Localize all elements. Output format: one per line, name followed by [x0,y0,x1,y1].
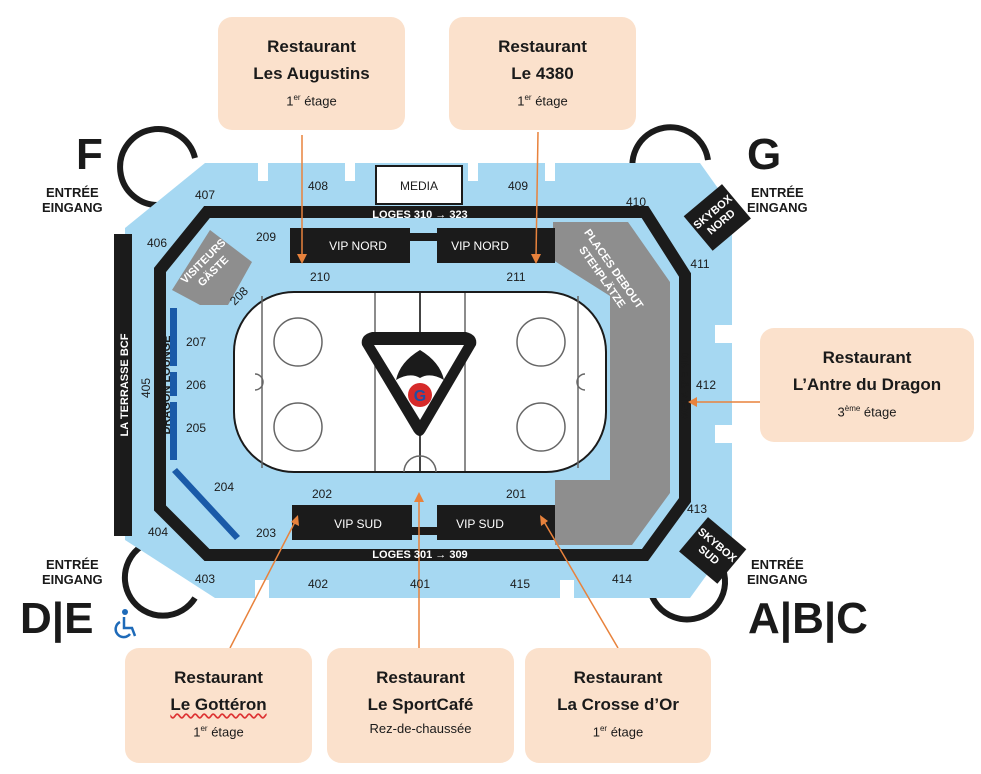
skybox-plaques [679,184,751,584]
sector-207: 207 [186,335,206,349]
restaurant-name: La Crosse d’Or [557,695,679,714]
entry-line2: EINGANG [42,200,103,215]
loges-bottom-label: LOGES 301 → 309 [372,549,467,561]
sector-209: 209 [256,230,276,244]
restaurant-label: Restaurant [498,37,587,56]
sector-403: 403 [195,572,215,586]
restaurant-floor: 1er étage [286,93,337,109]
sector-202: 202 [312,487,332,501]
restaurant-label: Restaurant [573,668,663,687]
svg-text:G: G [414,388,426,405]
loges-top-label: LOGES 310 → 323 [372,209,467,221]
vip-nord-left-label: VIP NORD [329,239,387,253]
restaurant-name: Le SportCafé [367,695,474,714]
entry-line2: EINGANG [747,572,808,587]
restaurant-arrows [229,131,760,650]
media-label: MEDIA [400,179,438,193]
sector-203: 203 [256,526,276,540]
restaurant-label: Restaurant [376,668,465,687]
restaurant-floor: 3ème étage [837,404,897,420]
wheelchair-icon [114,609,137,639]
restaurant-card-antre-du-dragon: Restaurant L’Antre du Dragon 3ème étage [760,328,974,442]
sector-211: 211 [506,270,525,284]
terrasse-bar [114,234,132,536]
sector-405: 405 [139,378,153,398]
sector-410: 410 [626,195,646,209]
vip-nord-right-label: VIP NORD [451,239,509,253]
sector-413: 413 [687,502,707,516]
gate-abc-letter: A|B|C [748,594,868,643]
sector-406: 406 [147,236,167,250]
restaurant-card-crosse-dor: Restaurant La Crosse d’Or 1er étage [525,648,711,763]
entry-line1: ENTRÉE [45,557,99,572]
restaurant-name: Le 4380 [511,64,574,83]
restaurant-name: Les Augustins [253,64,370,83]
media-box [375,165,463,205]
terrasse-label: LA TERRASSE BCF [119,333,131,436]
inner-ring [154,206,691,561]
restaurant-name: L’Antre du Dragon [792,375,942,394]
vip-sud-left-label: VIP SUD [334,517,382,531]
entry-line1: ENTRÉE [45,185,99,200]
restaurant-card-augustins: Restaurant Les Augustins 1er étage [218,17,405,130]
restaurant-label: Restaurant [822,348,912,367]
dragon-lounge-bars [170,308,240,540]
restaurant-card-sportcafe: Restaurant Le SportCafé Rez-de-chaussée [327,648,514,763]
sector-204: 204 [214,480,234,494]
entry-label-de: ENTRÉE EINGANG [42,557,103,587]
club-logo: G [361,332,477,436]
entry-line2: EINGANG [42,572,103,587]
dragon-lounge-label: DRAGON LOUNGE [161,336,173,435]
restaurant-floor: 1er étage [592,724,644,740]
sector-210: 210 [310,270,330,284]
restaurant-label: Restaurant [267,37,356,56]
visiteurs-area [172,230,252,305]
sector-206: 206 [186,378,206,392]
restaurant-card-gotteron: Restaurant Le Gottéron 1er étage [125,648,312,763]
restaurant-name: Le Gottéron [170,695,267,714]
gate-de-letter: D|E [20,594,94,643]
sector-408: 408 [308,179,328,193]
sector-414: 414 [612,572,632,586]
sector-412: 412 [696,378,716,392]
sector-411: 411 [690,257,709,271]
restaurant-floor: 1er étage [193,724,244,740]
restaurant-card-4380: Restaurant Le 4380 1er étage [449,17,636,130]
vip-sud-right-label: VIP SUD [456,517,504,531]
sector-402: 402 [308,577,328,591]
entry-label-g: ENTRÉE EINGANG [747,185,808,215]
sector-407: 407 [195,188,215,202]
sector-404: 404 [148,525,168,539]
sector-401: 401 [410,577,430,591]
entry-line1: ENTRÉE [750,185,804,200]
sector-415: 415 [510,577,530,591]
gate-g-letter: G [747,130,782,179]
restaurant-label: Restaurant [174,668,263,687]
entry-label-abc: ENTRÉE EINGANG [747,557,808,587]
ring-notches [255,163,732,598]
entry-label-f: ENTRÉE EINGANG [42,185,103,215]
gate-f-letter: F [76,130,103,179]
restaurant-floor: 1er étage [517,93,568,109]
sector-labels: 407 408 409 410 406 411 412 413 404 403 … [139,179,716,591]
sector-409: 409 [508,179,528,193]
entry-line2: EINGANG [747,200,808,215]
dine-view-label: DINE & VIEW [678,351,690,420]
sector-201: 201 [506,487,526,501]
sector-205: 205 [186,421,206,435]
restaurant-floor: Rez-de-chaussée [369,721,472,736]
entry-line1: ENTRÉE [750,557,804,572]
places-debout-area [553,222,670,545]
